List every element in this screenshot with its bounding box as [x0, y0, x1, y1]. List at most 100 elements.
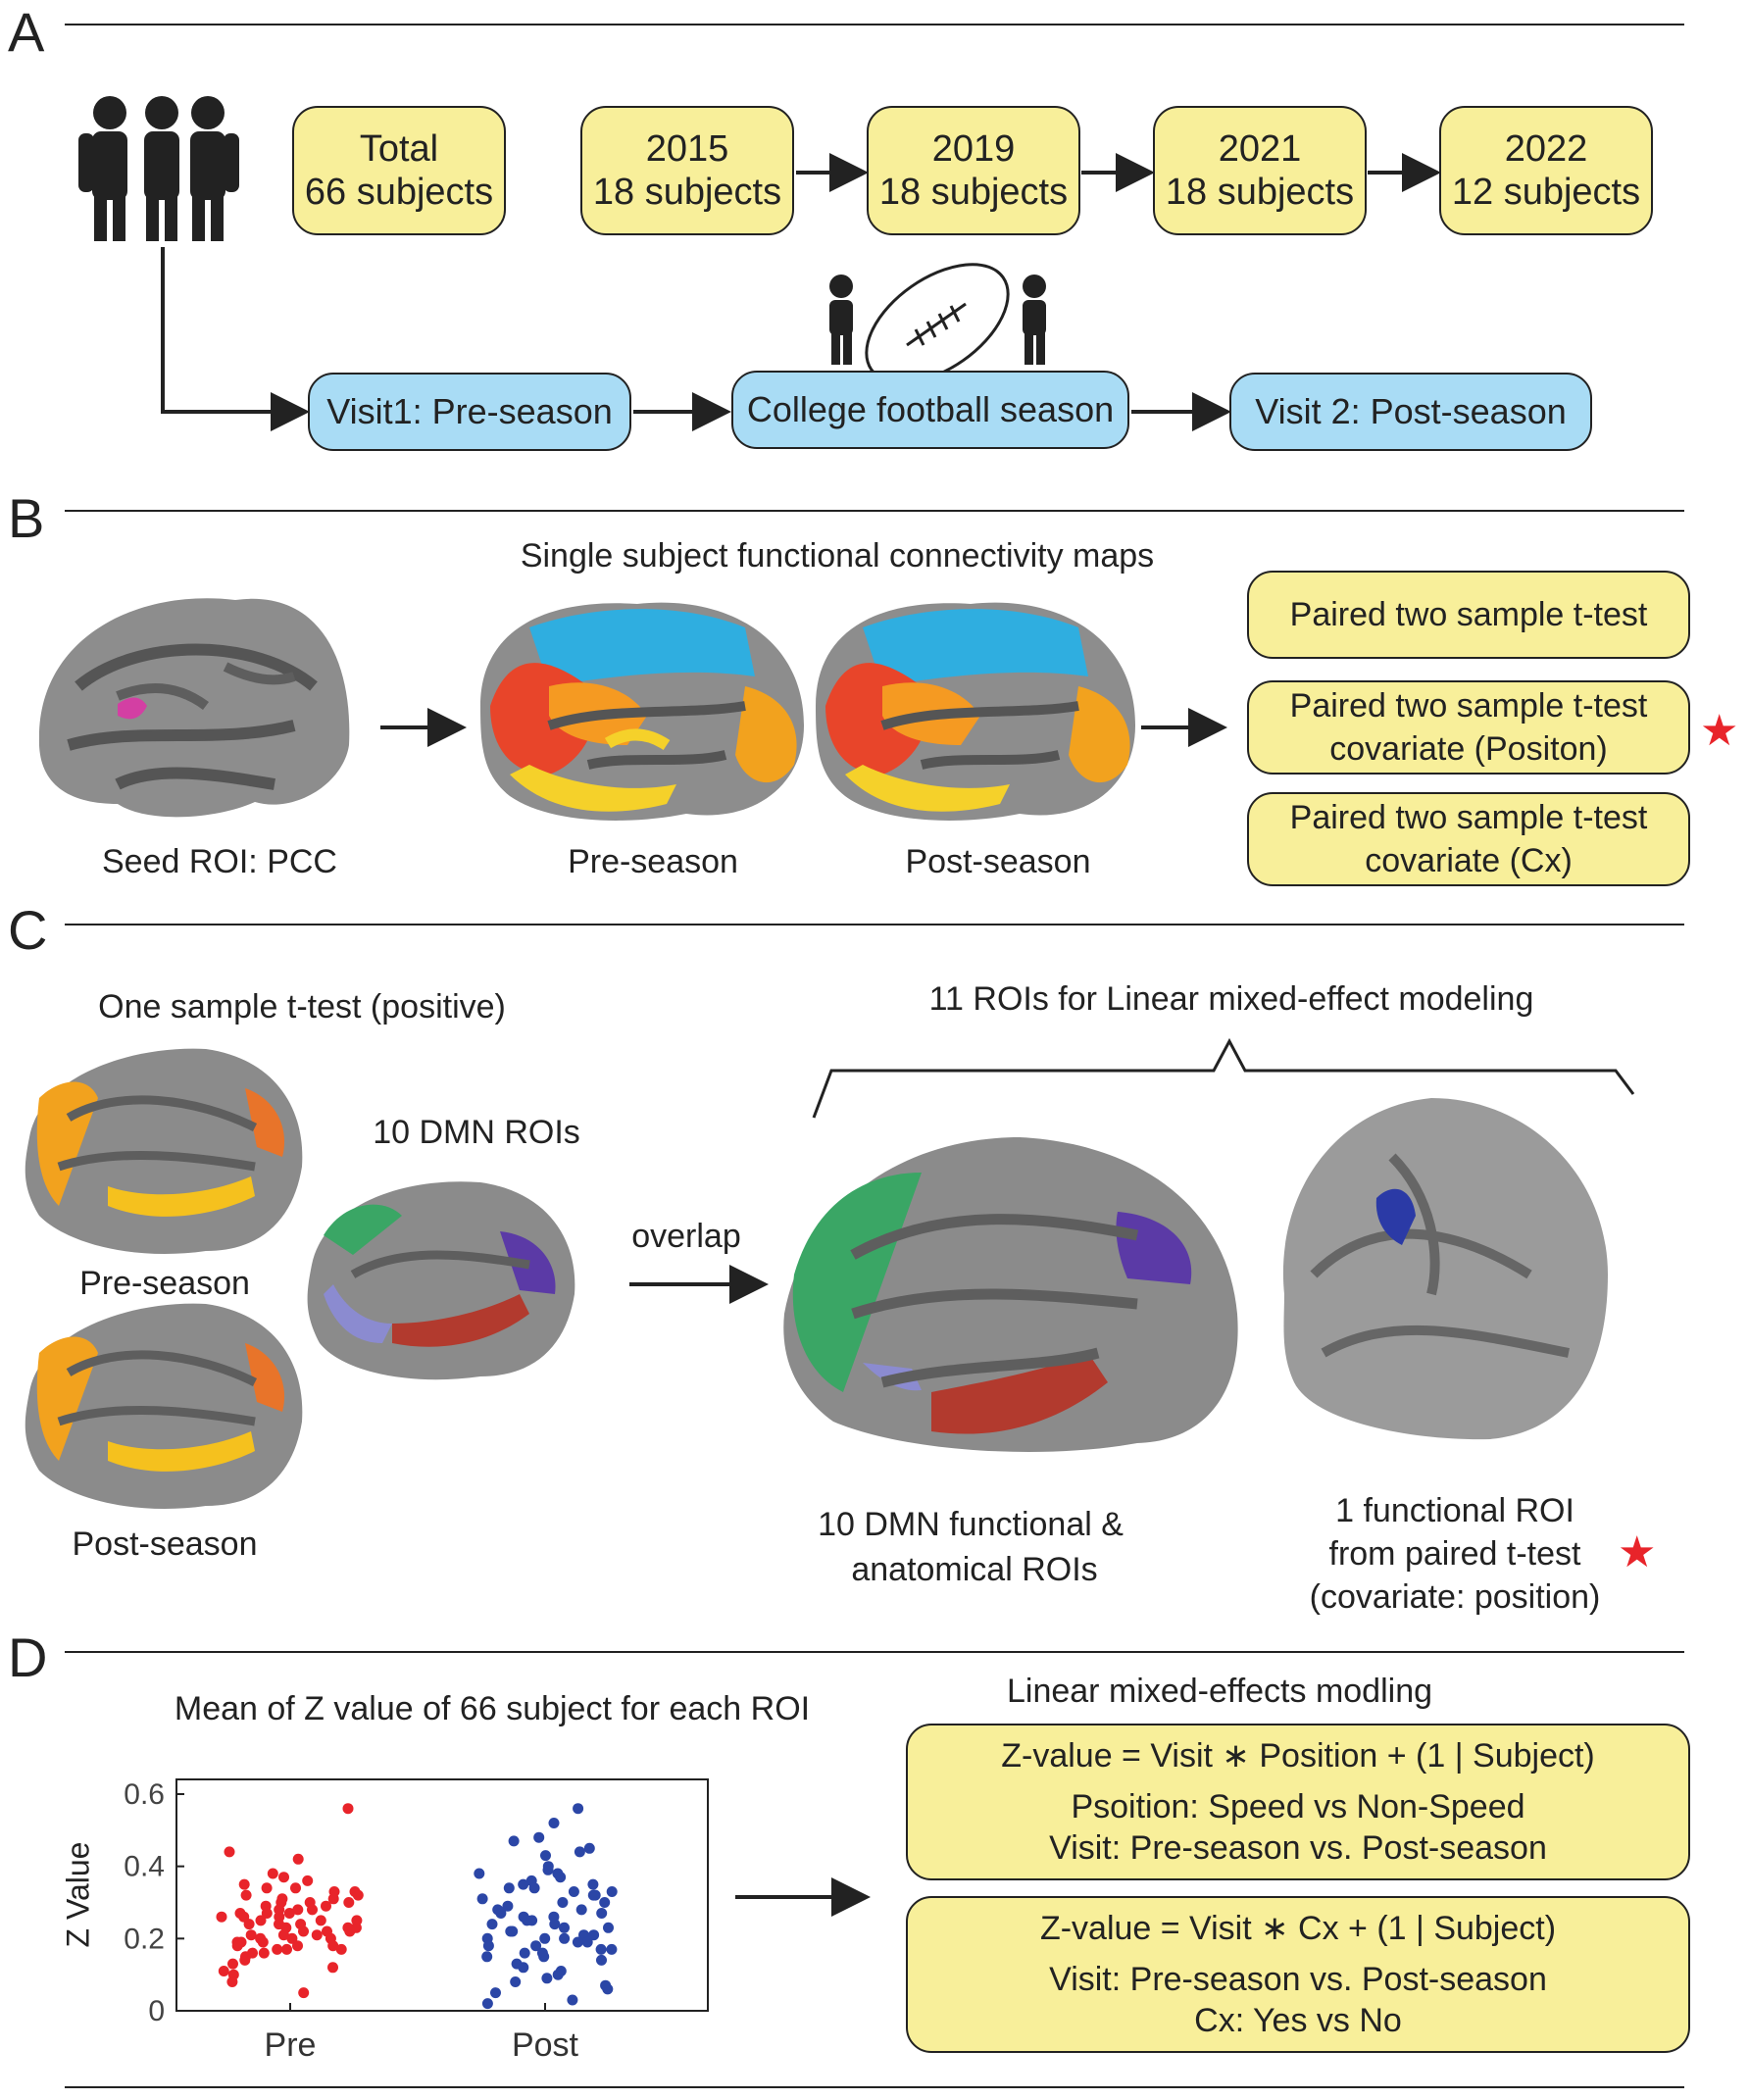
functional-roi-line1: 1 functional ROI: [1335, 1492, 1574, 1529]
scatter-point-post: [587, 1889, 599, 1901]
brain-pre-season: [480, 602, 804, 821]
scatter-point-post: [541, 1973, 553, 1984]
scatter-point-post: [555, 1872, 567, 1883]
cohort-2022-box: 2022 12 subjects: [1439, 106, 1653, 235]
scatter-point-pre: [240, 1889, 252, 1901]
player-icon: [829, 275, 853, 365]
scatter-point-post: [486, 1919, 498, 1930]
cohort-year: 2015: [645, 128, 729, 170]
scatter-point-pre: [343, 1897, 355, 1908]
dmn-rois-label: 10 DMN ROIs: [373, 1114, 580, 1151]
scatter-point-post: [581, 1936, 593, 1948]
divider-c: [65, 924, 1684, 925]
scatter-point-pre: [315, 1915, 326, 1926]
brace: [812, 1037, 1635, 1119]
scatter-point-post: [474, 1868, 485, 1879]
scatter-point-pre: [327, 1940, 339, 1952]
scatter-point-pre: [292, 1904, 304, 1916]
scatter-point-post: [572, 1936, 583, 1948]
y-tick-label: 0.4: [124, 1851, 165, 1883]
scatter-point-post: [596, 1908, 608, 1919]
post-season-label: Post-season: [905, 843, 1091, 880]
scatter-point-post: [530, 1940, 542, 1952]
scatter-point-post: [567, 1994, 578, 2006]
model1-line1: Z-value = Visit ∗ Position + (1 | Subjec…: [1001, 1737, 1595, 1775]
scatter-point-pre: [278, 1872, 289, 1883]
scatter-point-pre: [267, 1868, 278, 1879]
rois-title: 11 ROIs for Linear mixed-effect modeling: [928, 980, 1534, 1018]
scatter-point-post: [606, 1943, 618, 1955]
scatter-point-post: [526, 1915, 538, 1926]
y-tick-label: 0: [148, 1995, 165, 2027]
total-line1: Total: [359, 128, 439, 170]
scatter-point-pre: [298, 1925, 309, 1937]
scatter-point-post: [518, 1878, 529, 1890]
total-line2: 66 subjects: [304, 172, 494, 213]
scatter-point-pre: [258, 1947, 270, 1959]
c-pre-season-label: Pre-season: [79, 1265, 250, 1302]
scatter-point-pre: [218, 1966, 229, 1976]
brain-dmn-rois: [307, 1181, 575, 1380]
plot-frame: [175, 1778, 709, 2012]
scatter-point-post: [574, 1846, 585, 1858]
one-sample-label: One sample t-test (positive): [98, 988, 506, 1025]
cohort-subjects: 18 subjects: [592, 172, 782, 213]
scatter-point-pre: [261, 1882, 273, 1894]
scatter-point-post: [539, 1932, 551, 1944]
test3-line1: Paired two sample t-test: [1289, 799, 1648, 836]
scatter-point-post: [575, 1904, 587, 1916]
scatter-point-pre: [342, 1803, 354, 1815]
cohort-year: 2021: [1218, 128, 1302, 170]
seed-roi-label: Seed ROI: PCC: [102, 843, 337, 880]
scatter-point-post: [603, 1922, 614, 1933]
scatter-point-post: [503, 1882, 515, 1894]
scatter-point-pre: [311, 1929, 323, 1941]
scatter-point-pre: [245, 1929, 257, 1941]
scatter-point-pre: [227, 1958, 238, 1970]
test-cx-box: Paired two sample t-test covariate (Cx): [1247, 792, 1690, 886]
scatter-point-post: [540, 1850, 551, 1862]
scatter-point-post: [568, 1886, 579, 1897]
season-box: College football season: [731, 371, 1129, 449]
divider-bottom: [65, 2086, 1684, 2088]
brain-overlap-dmn: [783, 1137, 1238, 1452]
scatter-point-post: [481, 1951, 493, 1963]
brain-post-season: [816, 602, 1135, 821]
scatter-point-pre: [307, 1904, 318, 1916]
brain-seed-roi: [38, 598, 350, 818]
scatter-point-pre: [243, 1919, 255, 1930]
brain-pre-season-onesample: [25, 1048, 303, 1254]
cohort-2015-box: 2015 18 subjects: [580, 106, 794, 235]
model2-box: Z-value = Visit ∗ Cx + (1 | Subject) Vis…: [906, 1896, 1690, 2053]
scatter-point-post: [519, 1947, 530, 1959]
panel-label-a: A: [8, 1, 45, 63]
scatter-point-post: [559, 1932, 571, 1944]
scatter-point-pre: [283, 1908, 295, 1919]
cohort-subjects: 18 subjects: [878, 172, 1069, 213]
scatter-point-post: [599, 1897, 611, 1908]
scatter-point-post: [482, 1940, 494, 1952]
cohort-year: 2019: [931, 128, 1016, 170]
scatter-point-post: [508, 1835, 520, 1847]
cohort-subjects: 18 subjects: [1165, 172, 1355, 213]
scatter-point-pre: [239, 1954, 251, 1966]
scatter-point-post: [587, 1878, 599, 1890]
y-axis-ticks: 00.20.40.6: [124, 1778, 184, 2027]
scatter-point-post: [490, 1987, 501, 1999]
panel-label-b: B: [8, 487, 45, 549]
scatter-point-post: [595, 1943, 607, 1955]
pre-season-label: Pre-season: [568, 843, 738, 880]
brain-functional-roi: [1282, 1098, 1608, 1440]
scatter-point-pre: [255, 1915, 267, 1926]
scatter-point-post: [510, 1976, 522, 1987]
scatter-point-post: [573, 1803, 584, 1815]
scatter-point-pre: [261, 1908, 273, 1919]
functional-roi-line2: from paired t-test: [1328, 1535, 1581, 1573]
cohort-2019-box: 2019 18 subjects: [867, 106, 1080, 235]
total-subjects-box: Total 66 subjects: [292, 106, 506, 235]
red-star-icon: ★: [1618, 1528, 1657, 1576]
scatter-point-pre: [277, 1929, 289, 1941]
divider-a: [65, 24, 1684, 25]
